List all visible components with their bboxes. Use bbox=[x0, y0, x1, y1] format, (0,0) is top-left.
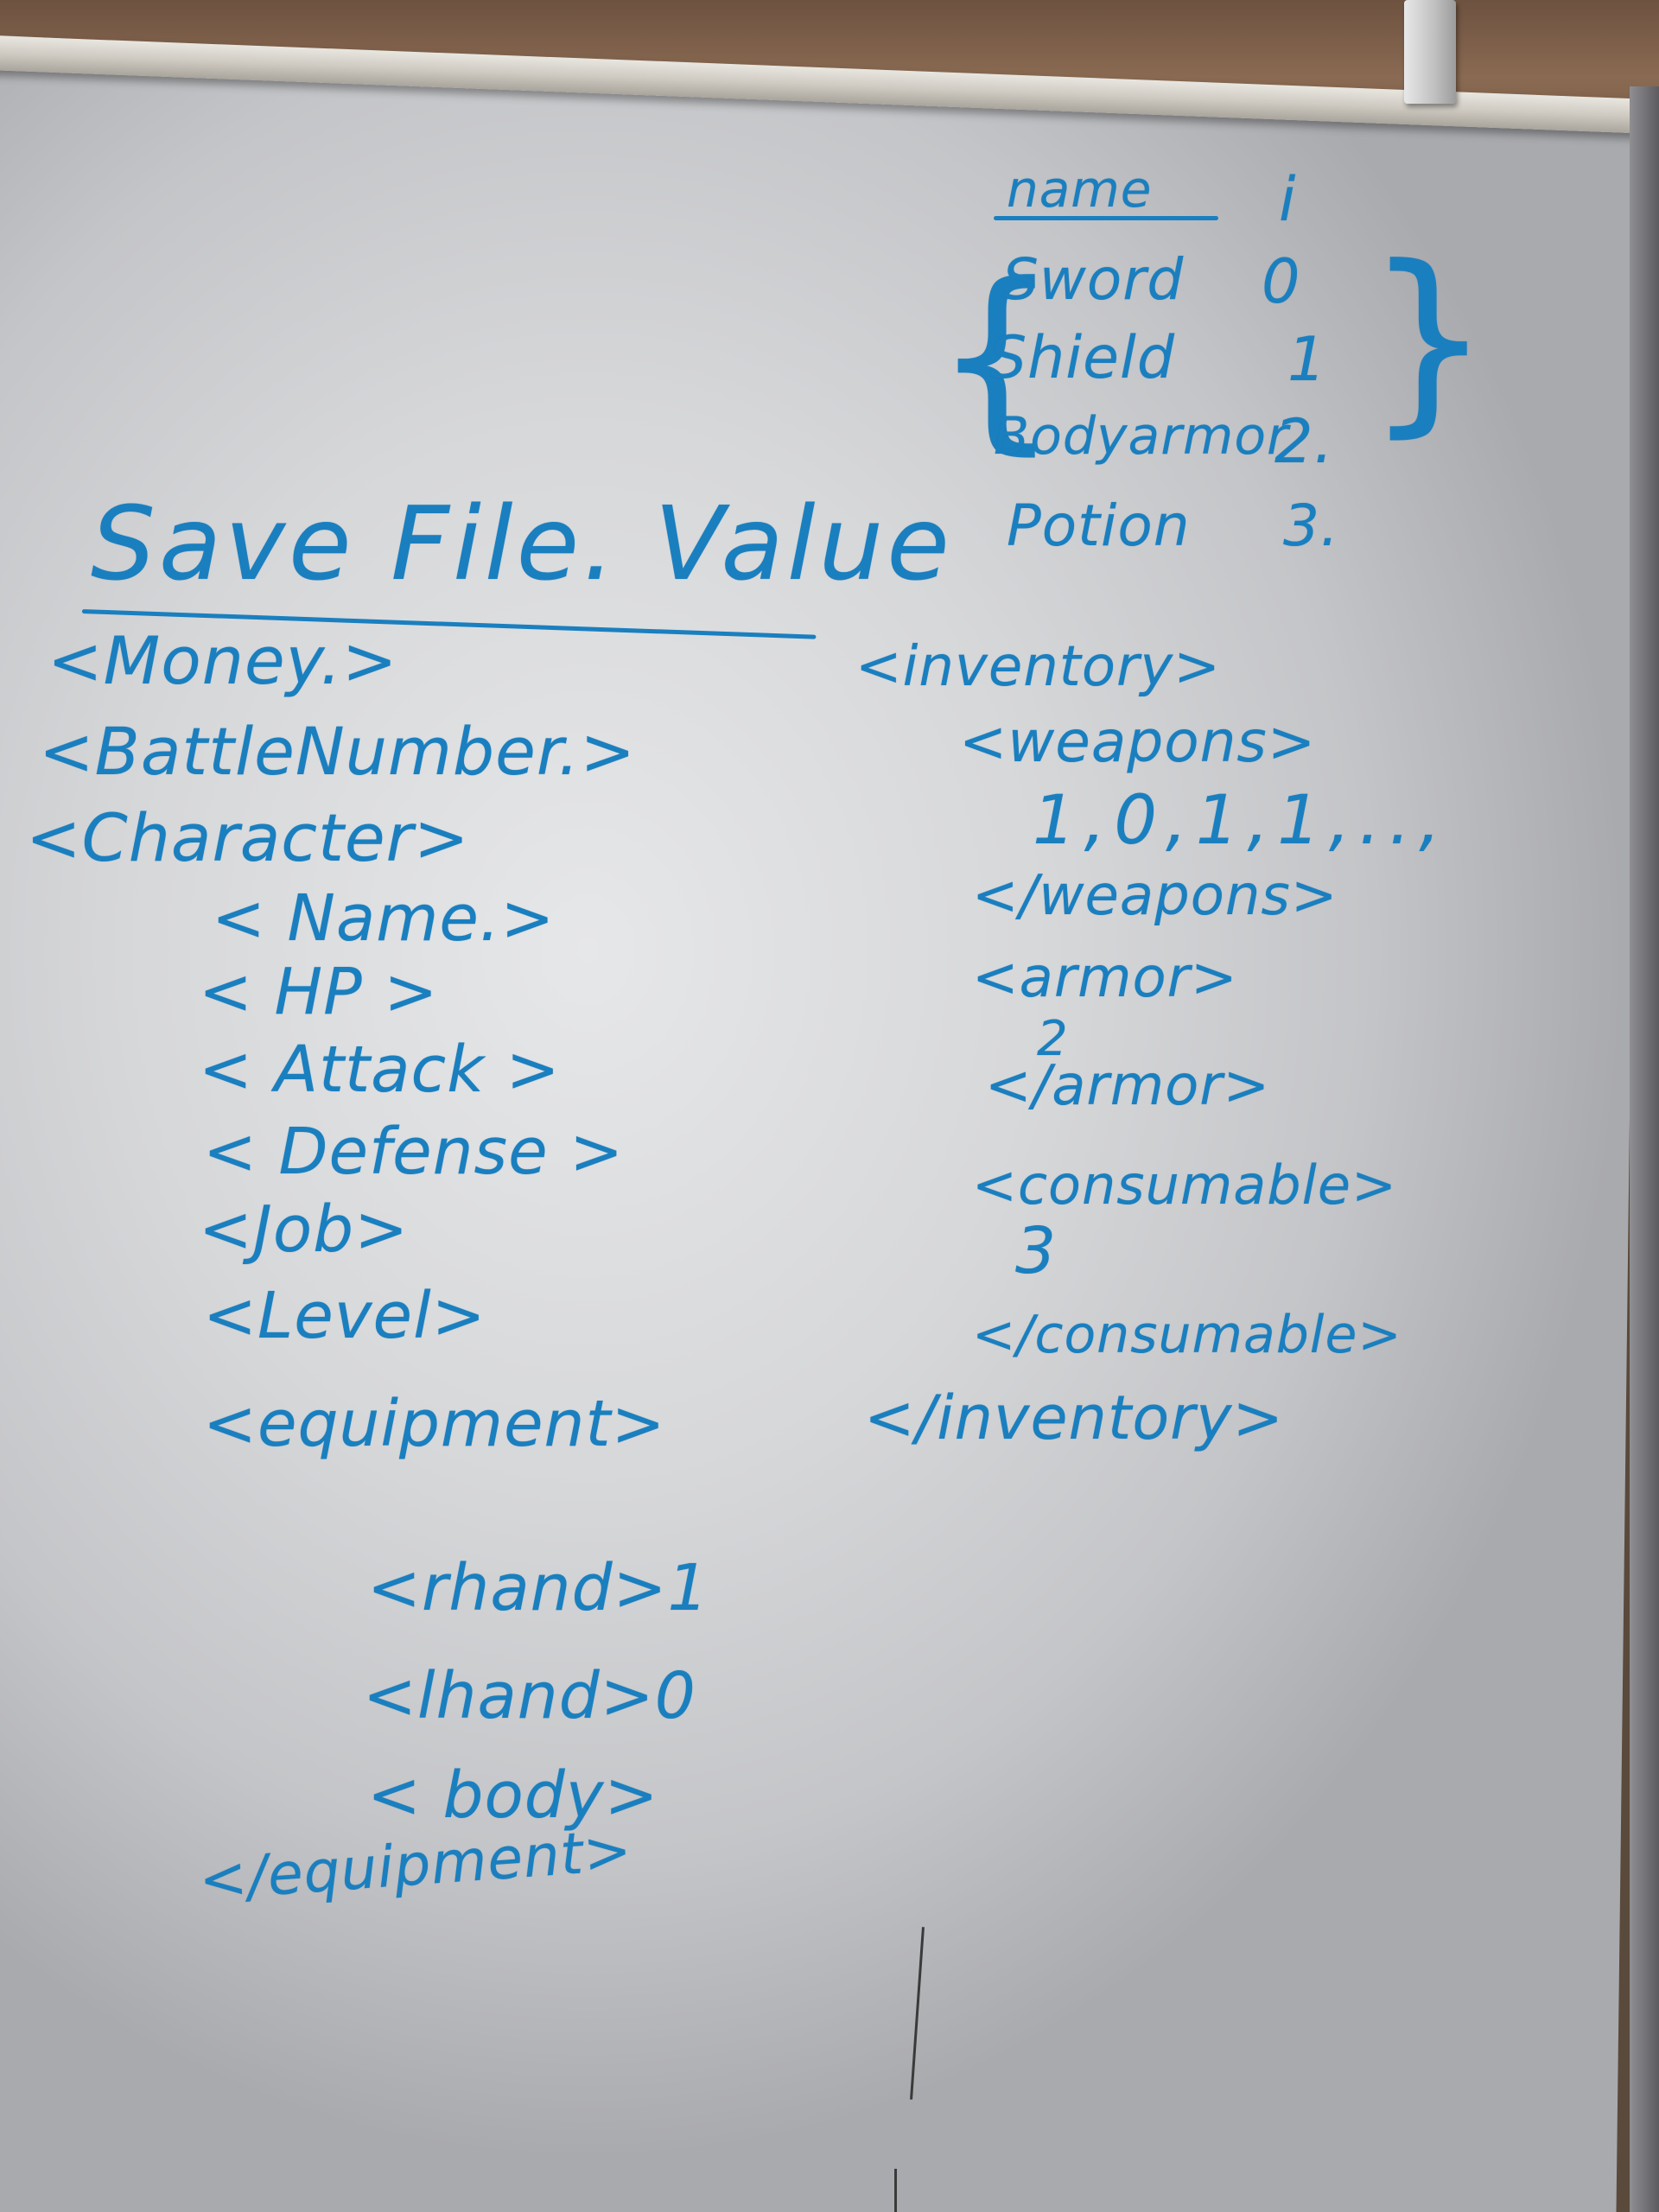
line-name: < Name.> bbox=[212, 881, 556, 956]
line-level: <Level> bbox=[203, 1279, 486, 1353]
line-defense: < Defense > bbox=[203, 1115, 625, 1189]
line-weapons-values: 1,0,1,1,.., bbox=[1033, 782, 1450, 860]
items-close-brace: } bbox=[1365, 225, 1493, 455]
metal-clip bbox=[1404, 0, 1456, 104]
item-name-potion: Potion bbox=[1007, 493, 1191, 559]
items-header-name: name bbox=[1007, 160, 1153, 219]
item-index-bodyarmor: 2. bbox=[1274, 406, 1334, 477]
line-rhand: <rhand>1 bbox=[367, 1551, 709, 1625]
item-name-sword: Sword bbox=[1002, 246, 1185, 313]
line-attack: < Attack > bbox=[199, 1033, 561, 1107]
line-consumable-close: </consumable> bbox=[972, 1305, 1402, 1365]
line-body: < body> bbox=[367, 1758, 659, 1833]
line-armor-value: 2 bbox=[1037, 1011, 1069, 1067]
line-money: <Money.> bbox=[48, 622, 398, 699]
item-name-shield: Shield bbox=[989, 324, 1176, 392]
board-title: Save File. Value bbox=[91, 484, 953, 603]
line-equipment-open: <equipment> bbox=[203, 1387, 666, 1461]
item-name-bodyarmor: Bodyarmor bbox=[994, 406, 1289, 467]
items-header-index: i bbox=[1279, 164, 1297, 235]
line-hp: < HP > bbox=[199, 955, 439, 1029]
board-crack-lower bbox=[894, 2169, 897, 2212]
line-battle-number: <BattleNumber.> bbox=[39, 713, 637, 790]
line-lhand: <lhand>0 bbox=[363, 1659, 696, 1733]
item-index-sword: 0 bbox=[1262, 246, 1301, 317]
line-character: <Character> bbox=[26, 799, 470, 876]
line-armor-open: <armor> bbox=[972, 946, 1238, 1010]
board-edge bbox=[1630, 86, 1659, 2212]
line-inventory-close: </inventory> bbox=[864, 1382, 1285, 1453]
line-consumable-open: <consumable> bbox=[972, 1154, 1397, 1217]
items-open-brace: { bbox=[933, 242, 1061, 473]
item-index-shield: 1 bbox=[1287, 324, 1327, 395]
line-inventory-open: <inventory> bbox=[855, 635, 1221, 699]
items-header-underline bbox=[994, 216, 1218, 220]
line-consumable-value: 3 bbox=[1015, 1214, 1058, 1288]
line-weapons-close: </weapons> bbox=[972, 864, 1338, 928]
item-index-potion: 3. bbox=[1283, 493, 1339, 559]
line-armor-close: </armor> bbox=[985, 1054, 1271, 1118]
line-weapons-open: <weapons> bbox=[959, 709, 1317, 775]
line-job: <Job> bbox=[199, 1192, 410, 1267]
